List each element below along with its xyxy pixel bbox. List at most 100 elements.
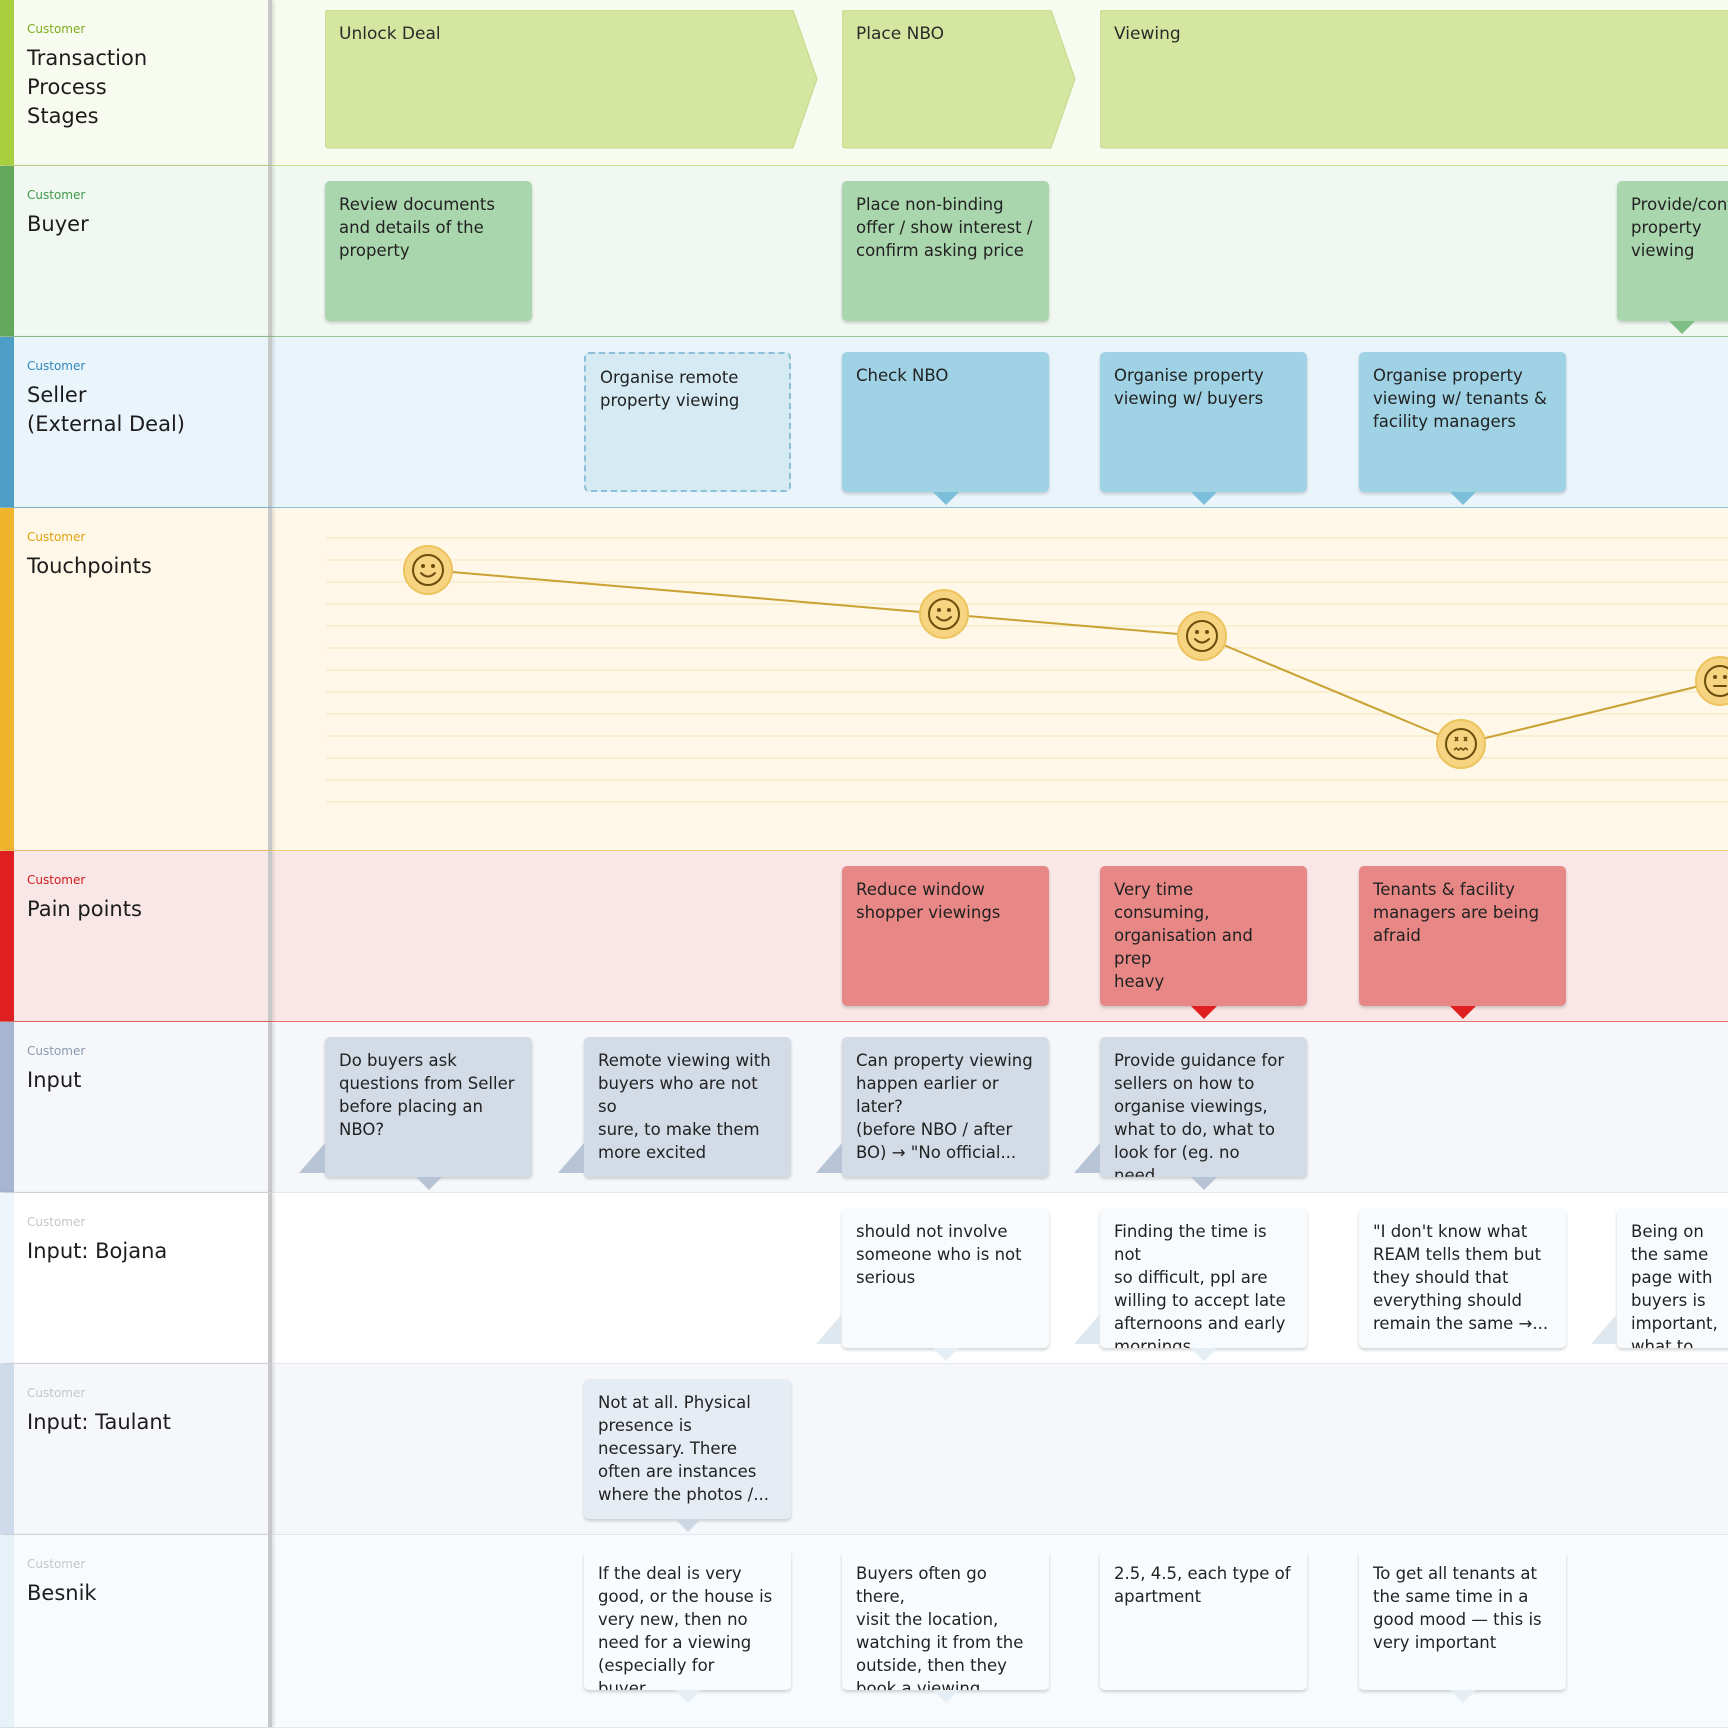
- card-text: Review documents and details of the prop…: [339, 195, 495, 260]
- lane-subtitle: Customer: [27, 873, 86, 887]
- lane-accent-bar: [0, 1022, 14, 1192]
- lane-subtitle: Customer: [27, 188, 86, 202]
- card-pointer: [932, 1348, 959, 1361]
- stage-chevron: [325, 10, 818, 149]
- card-pointer: [674, 1519, 701, 1532]
- happy-face-icon: [412, 554, 444, 586]
- card-tail: [299, 1143, 325, 1173]
- stage-1-shape[interactable]: [325, 10, 819, 152]
- card-pointer: [674, 1690, 701, 1703]
- card-text: Provide guidance for sellers on how to o…: [1114, 1051, 1285, 1177]
- card-pointer: [1449, 492, 1476, 505]
- card-seller[interactable]: Check NBO: [842, 352, 1049, 492]
- lane-subtitle: Customer: [27, 1215, 86, 1229]
- touchpoint-review-documents[interactable]: [403, 545, 453, 595]
- card-input[interactable]: Can property viewing happen earlier or l…: [842, 1037, 1049, 1177]
- card-pain[interactable]: Very time consuming, organisation and pr…: [1100, 866, 1307, 1006]
- card-taulant[interactable]: Not at all. Physical presence is necessa…: [584, 1379, 791, 1519]
- touchpoint-line: [427, 569, 1721, 746]
- card-besnik[interactable]: To get all tenants at the same time in a…: [1359, 1550, 1566, 1690]
- card-text: If the deal is very good, or the house i…: [598, 1564, 773, 1690]
- card-input[interactable]: Remote viewing with buyers who are not s…: [584, 1037, 791, 1177]
- card-tail: [558, 1143, 584, 1173]
- card-pointer: [1669, 321, 1695, 334]
- card-buyer[interactable]: Place non-binding offer / show interest …: [842, 181, 1049, 321]
- lane-title: Input: [27, 1068, 82, 1092]
- card-input[interactable]: Provide guidance for sellers on how to o…: [1100, 1037, 1307, 1177]
- card-seller[interactable]: Organise property viewing w/ tenants & f…: [1359, 352, 1566, 492]
- lane-subtitle: Customer: [27, 1386, 86, 1400]
- card-text: Organise property viewing w/ buyers: [1114, 366, 1264, 408]
- card-besnik[interactable]: If the deal is very good, or the house i…: [584, 1550, 791, 1690]
- card-besnik[interactable]: 2.5, 4.5, each type of apartment: [1100, 1550, 1307, 1690]
- card-pointer: [1190, 492, 1217, 505]
- card-pain[interactable]: Reduce window shopper viewings: [842, 866, 1049, 1006]
- card-text: Can property viewing happen earlier or l…: [856, 1051, 1033, 1162]
- lane-title: Buyer: [27, 212, 89, 236]
- card-bojana[interactable]: should not involve someone who is not se…: [842, 1208, 1049, 1348]
- lane-accent-bar: [0, 1193, 14, 1363]
- card-pointer: [1449, 1690, 1476, 1703]
- card-text: "I don't know what REAM tells them but t…: [1373, 1222, 1549, 1333]
- stage-3-shape[interactable]: [1100, 10, 1728, 152]
- card-text: Buyers often go there, visit the locatio…: [856, 1564, 1024, 1690]
- stage-chevron: [1100, 10, 1728, 149]
- lane-subtitle: Customer: [27, 1557, 86, 1571]
- lane-accent-bar: [0, 851, 14, 1021]
- card-text: Provide/confirm property viewing: [1631, 195, 1728, 260]
- touchpoint-provide-confirm-viewing[interactable]: [1695, 656, 1728, 706]
- touchpoint-place-nbo[interactable]: [919, 589, 969, 639]
- card-text: Not at all. Physical presence is necessa…: [598, 1393, 769, 1504]
- card-tail: [1074, 1314, 1100, 1344]
- touchpoint-organise-viewing-buyers[interactable]: [1177, 611, 1227, 661]
- lane-title: Pain points: [27, 897, 142, 921]
- card-tail: [816, 1314, 842, 1344]
- card-text: Remote viewing with buyers who are not s…: [598, 1051, 771, 1162]
- lane-accent-bar: [0, 508, 14, 850]
- card-buyer[interactable]: Review documents and details of the prop…: [325, 181, 532, 321]
- card-bojana[interactable]: Being on the same page with buyers is im…: [1617, 1208, 1728, 1348]
- card-pain[interactable]: Tenants & facility managers are being af…: [1359, 866, 1566, 1006]
- card-buyer[interactable]: Provide/confirm property viewing: [1617, 181, 1728, 321]
- frustrated-face-icon: [1445, 728, 1477, 760]
- card-bojana[interactable]: "I don't know what REAM tells them but t…: [1359, 1208, 1566, 1348]
- card-text: Tenants & facility managers are being af…: [1373, 880, 1540, 945]
- touchpoint-organise-viewing-tenants[interactable]: [1436, 719, 1486, 769]
- stage-3-label: Viewing: [1114, 24, 1181, 44]
- card-besnik[interactable]: Buyers often go there, visit the locatio…: [842, 1550, 1049, 1690]
- neutral-face-icon: [1704, 665, 1728, 697]
- card-seller[interactable]: Organise property viewing w/ buyers: [1100, 352, 1307, 492]
- card-text: should not involve someone who is not se…: [856, 1222, 1022, 1287]
- lane-subtitle: Customer: [27, 1044, 86, 1058]
- card-input[interactable]: Do buyers ask questions from Seller befo…: [325, 1037, 532, 1177]
- lane-title: Touchpoints: [27, 554, 152, 578]
- lane-subtitle: Customer: [27, 22, 86, 36]
- card-pointer: [1190, 1177, 1217, 1190]
- happy-face-icon: [1186, 620, 1218, 652]
- lane-accent-bar: [0, 337, 14, 507]
- stage-2-shape[interactable]: [842, 10, 1077, 152]
- card-pointer: [1449, 1006, 1476, 1019]
- card-seller[interactable]: Organise remote property viewing: [584, 352, 791, 492]
- card-pointer: [932, 492, 959, 505]
- card-text: Organise property viewing w/ tenants & f…: [1373, 366, 1547, 431]
- card-pointer: [932, 1690, 959, 1703]
- lane-title: Input: Taulant: [27, 1410, 171, 1434]
- card-bojana[interactable]: Finding the time is not so difficult, pp…: [1100, 1208, 1307, 1348]
